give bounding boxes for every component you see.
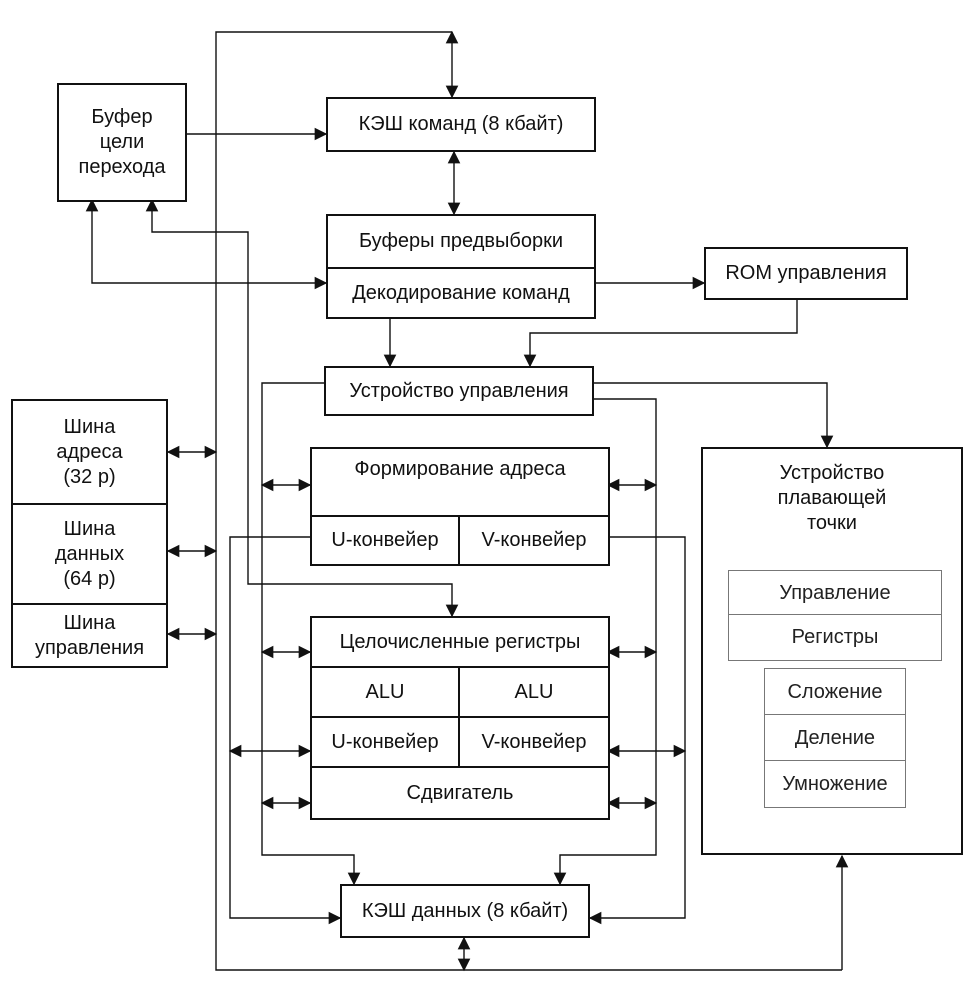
fpu-divider: Деление <box>764 714 906 762</box>
integer-registers: Целочисленные регистры <box>310 616 610 668</box>
control-left-bus <box>261 382 361 886</box>
address-bus: Шина адреса (32 р) <box>11 399 168 505</box>
control-bus: Шина управления <box>11 603 168 668</box>
shifter: Сдвигатель <box>310 766 610 820</box>
btb-feedback-line <box>145 198 459 618</box>
exec-u-pipe: U-конвейер <box>310 716 460 768</box>
control-right-bus <box>553 398 657 886</box>
fpu-adder: Сложение <box>764 668 906 716</box>
fpu-registers: Регистры <box>728 614 942 661</box>
address-u-pipe: U-конвейер <box>310 515 460 566</box>
control-to-fpu <box>594 382 834 449</box>
address-generation: Формирование адреса <box>310 447 610 517</box>
data-bus: Шина данных (64 р) <box>11 503 168 605</box>
alu-u: ALU <box>310 666 460 718</box>
exec-v-pipe: V-конвейер <box>458 716 610 768</box>
v-pipe-bus <box>588 536 686 925</box>
alu-v: ALU <box>458 666 610 718</box>
u-pipe-bus <box>229 536 342 925</box>
rom-to-control <box>523 300 798 368</box>
decode-btb-arrow <box>85 198 328 290</box>
fpu-control: Управление <box>728 570 942 616</box>
branch-target-buffer: Буфер цели перехода <box>57 83 187 202</box>
instruction-decode: Декодирование команд <box>326 267 596 319</box>
address-v-pipe: V-конвейер <box>458 515 610 566</box>
fpu-multiplier: Умножение <box>764 760 906 808</box>
control-unit: Устройство управления <box>324 366 594 416</box>
instruction-cache: КЭШ команд (8 кбайт) <box>326 97 596 152</box>
control-rom: ROM управления <box>704 247 908 300</box>
prefetch-buffers: Буферы предвыборки <box>326 214 596 269</box>
data-cache: КЭШ данных (8 кбайт) <box>340 884 590 938</box>
